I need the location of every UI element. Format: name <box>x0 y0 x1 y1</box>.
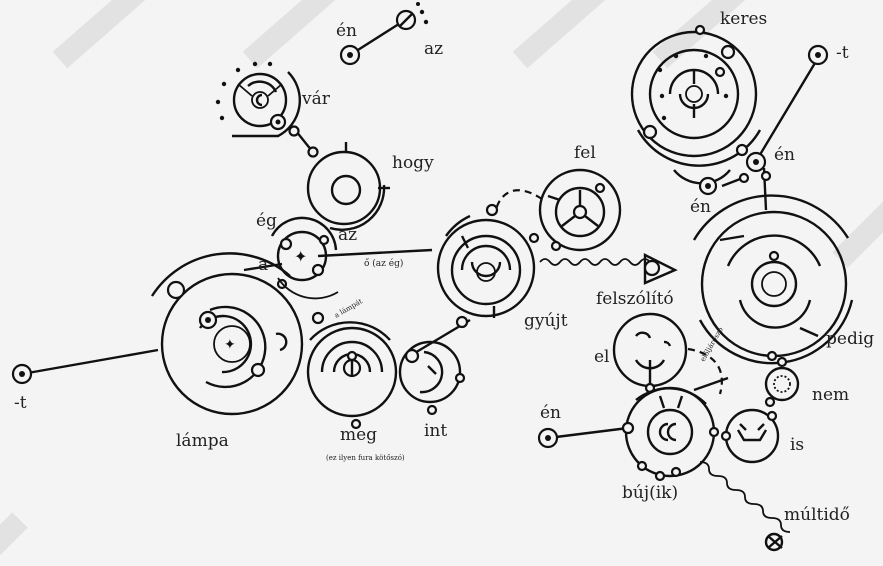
label-a: a <box>258 255 268 275</box>
glyph-eg: ✦ <box>243 216 338 290</box>
label-az-mid: az <box>338 225 357 245</box>
label-gyujt: gyújt <box>524 311 568 331</box>
label-meg: meg <box>340 425 377 445</box>
glyph-lampa: ✦ <box>150 252 339 416</box>
label-fel: fel <box>574 143 596 163</box>
glyph-keres <box>630 24 762 185</box>
label-int: int <box>424 421 447 441</box>
label-a-lampat: a lámpát <box>333 297 364 319</box>
wavy-line-multido <box>699 461 791 533</box>
glyph-el <box>612 312 688 394</box>
glyph-int <box>398 340 466 416</box>
label-en-bottom: én <box>540 403 561 423</box>
label-meg-note: (ez ilyen fura kötőszó) <box>326 453 405 462</box>
glyph-en-top <box>339 44 361 66</box>
glyph-fel <box>538 168 622 252</box>
glyph-gyujt <box>436 203 540 329</box>
glyph-multido-end <box>764 532 784 552</box>
word-labels: én az vár hogy ég az a ő (az ég) a lámpá… <box>14 9 874 525</box>
glyph-hogy <box>306 142 390 231</box>
label-is: is <box>790 435 804 455</box>
label-var: vár <box>301 89 331 109</box>
svg-text:✦: ✦ <box>224 337 236 353</box>
glyph-bujik <box>621 386 720 482</box>
label-el: el <box>594 347 610 367</box>
glyph-meg <box>306 311 398 430</box>
glyph-pedig <box>692 194 854 365</box>
label-en-right2: én <box>690 197 711 217</box>
label-felszolito: felszólító <box>596 289 674 309</box>
wavy-line-felszolito <box>539 258 651 266</box>
svg-text:✦: ✦ <box>294 247 307 266</box>
glyph-is <box>720 408 780 464</box>
label-az-top: az <box>424 39 443 59</box>
glyph-en-bottom <box>537 427 559 449</box>
connector-lines <box>21 20 820 533</box>
label-lampa: lámpa <box>176 431 229 451</box>
label-en-top: én <box>336 21 357 41</box>
label-t-right: -t <box>836 43 849 63</box>
glyph-az-top <box>395 2 429 31</box>
label-bujik: búj(ik) <box>622 483 678 503</box>
label-t-left: -t <box>14 393 27 413</box>
glyph-t-left <box>11 363 33 385</box>
glyph-t-right <box>807 44 829 66</box>
label-eg: ég <box>256 211 277 231</box>
label-multido: múltidő <box>784 505 850 525</box>
glyph-var <box>215 61 301 138</box>
label-keres: keres <box>720 9 767 29</box>
label-nem: nem <box>812 385 849 405</box>
label-en-right: én <box>774 145 795 165</box>
glyph-felszolito-head <box>643 253 678 285</box>
label-hogy: hogy <box>392 153 434 173</box>
label-o-az-eg: ő (az ég) <box>364 258 403 269</box>
glyph-en-right <box>698 151 772 196</box>
label-pedig: pedig <box>826 329 874 349</box>
glyph-nem <box>764 356 800 408</box>
